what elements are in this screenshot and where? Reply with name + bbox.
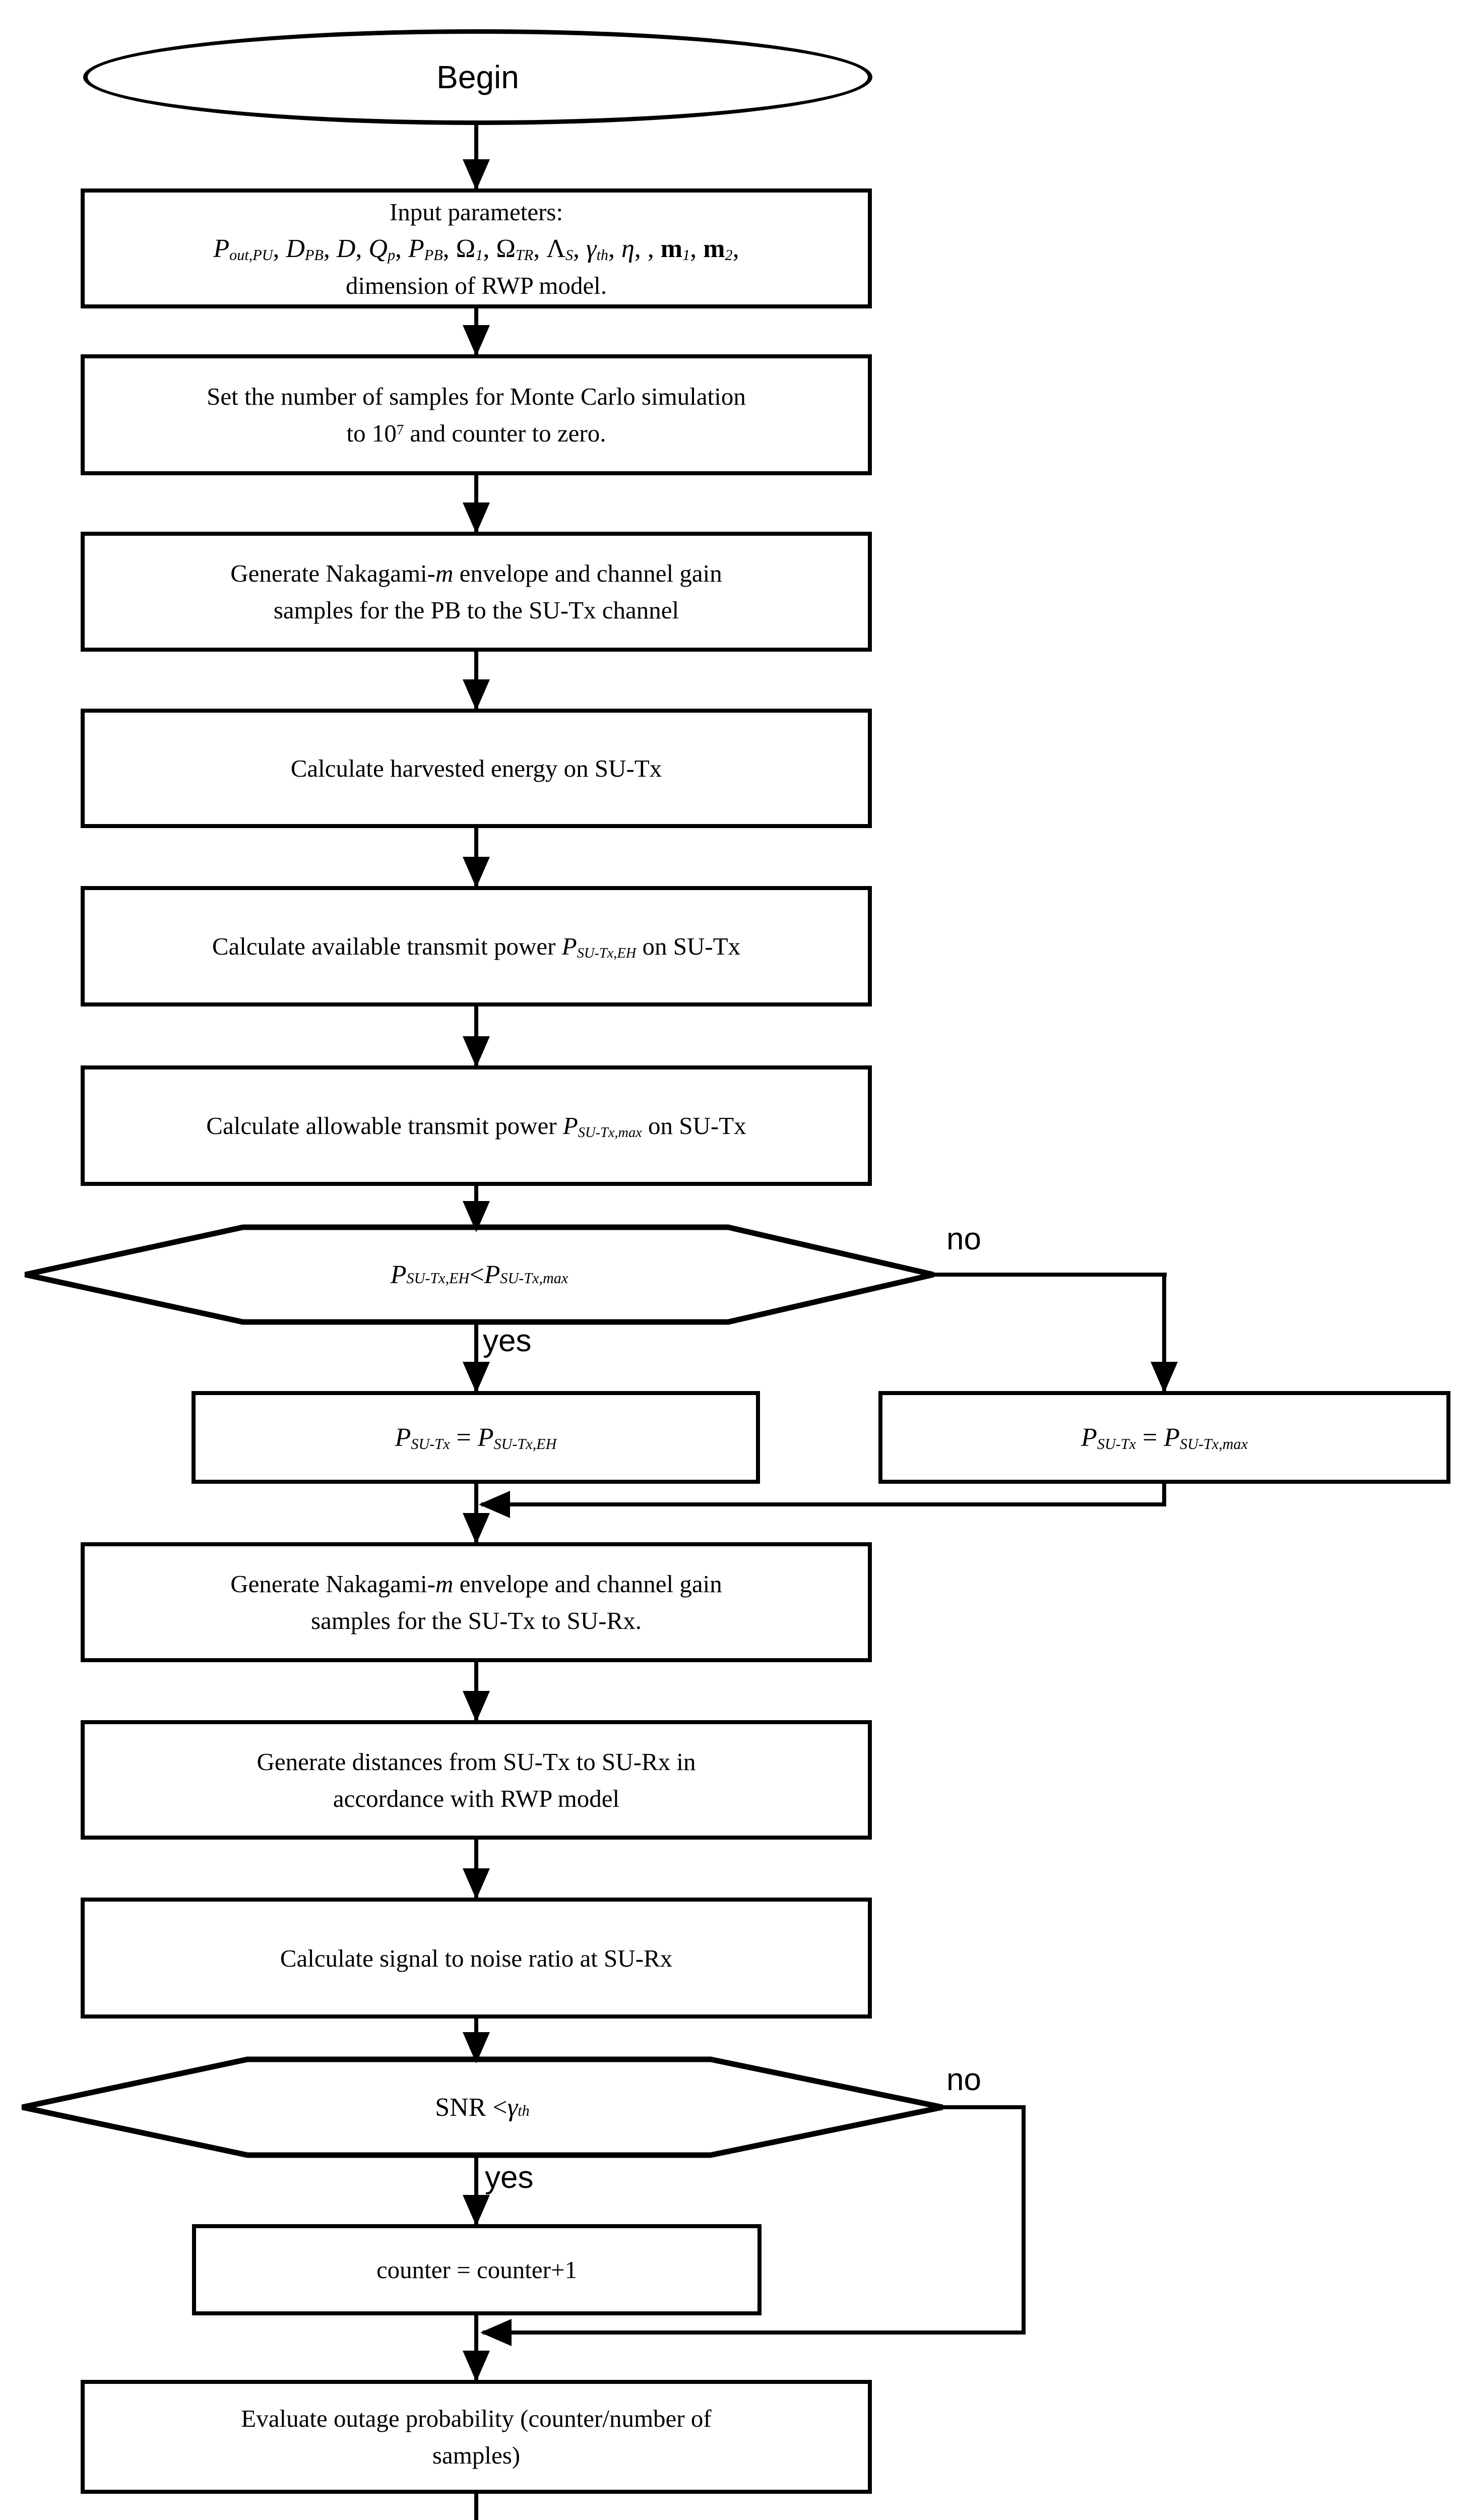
assign-max-label: PSU-Tx = PSU-Tx,max bbox=[1081, 1423, 1248, 1453]
arrowhead-down-icon bbox=[463, 1868, 490, 1900]
arrowhead-left-icon bbox=[479, 1491, 510, 1518]
calc-snr-label: Calculate signal to noise ratio at SU-Rx bbox=[280, 1944, 673, 1972]
generate-distances-line2: accordance with RWP model bbox=[333, 1784, 620, 1812]
connector-line bbox=[474, 1320, 478, 1391]
arrowhead-down-icon bbox=[463, 1036, 490, 1067]
connector-line bbox=[474, 2494, 478, 2520]
connector-line bbox=[474, 2153, 478, 2224]
process-box-assign-max: PSU-Tx = PSU-Tx,max bbox=[878, 1391, 1450, 1484]
connector-line bbox=[927, 1273, 1167, 1277]
input-parameter-list: Pout,PU, DPB, D, Qp, PPB, Ω1, ΩTR, ΛS, γ… bbox=[213, 234, 739, 264]
edge-label-yes: yes bbox=[483, 1324, 532, 1358]
outage-probability-line2: samples) bbox=[432, 2441, 521, 2469]
connector-line bbox=[474, 1483, 478, 1542]
arrowhead-left-icon bbox=[480, 2319, 512, 2346]
available-power-label: Calculate available transmit power PSU-T… bbox=[212, 932, 741, 962]
generate-distances-line1: Generate distances from SU-Tx to SU-Rx i… bbox=[257, 1747, 696, 1776]
process-box-generate-pb-channel: Generate Nakagami-m envelope and channel… bbox=[81, 532, 872, 652]
connector-line bbox=[474, 124, 478, 188]
process-box-assign-eh: PSU-Tx = PSU-Tx,EH bbox=[192, 1391, 760, 1484]
connector-line bbox=[1022, 2105, 1026, 2335]
arrowhead-down-icon bbox=[463, 1201, 490, 1232]
arrowhead-down-icon bbox=[463, 2195, 490, 2226]
edge-label-no: no bbox=[946, 1222, 981, 1256]
connector-line bbox=[483, 2330, 1026, 2335]
arrowhead-down-icon bbox=[463, 679, 490, 711]
process-box-available-power: Calculate available transmit power PSU-T… bbox=[81, 886, 872, 1006]
edge-label-no: no bbox=[946, 2062, 981, 2097]
process-box-set-samples: Set the number of samples for Monte Carl… bbox=[81, 354, 872, 475]
generate-su-line1: Generate Nakagami-m envelope and channel… bbox=[230, 1570, 722, 1598]
process-box-generate-su-channel: Generate Nakagami-m envelope and channel… bbox=[81, 1542, 872, 1662]
set-samples-line2: to 107 and counter to zero. bbox=[346, 419, 606, 447]
arrowhead-down-icon bbox=[463, 857, 490, 888]
arrowhead-down-icon bbox=[463, 159, 490, 191]
begin-terminator: Begin bbox=[83, 29, 872, 125]
generate-pb-line1: Generate Nakagami-m envelope and channel… bbox=[230, 559, 722, 587]
connector-line bbox=[1162, 1483, 1166, 1506]
generate-su-line2: samples for the SU-Tx to SU-Rx. bbox=[311, 1607, 642, 1634]
arrowhead-down-icon bbox=[463, 1513, 490, 1544]
process-box-input-parameters: Input parameters: Pout,PU, DPB, D, Qp, P… bbox=[81, 188, 872, 308]
arrowhead-down-icon bbox=[463, 2032, 490, 2063]
arrowhead-down-icon bbox=[463, 1362, 490, 1393]
connector-line bbox=[474, 1006, 478, 1065]
increment-counter-label: counter = counter+1 bbox=[376, 2256, 578, 2284]
process-box-allowable-power: Calculate allowable transmit power PSU-T… bbox=[81, 1065, 872, 1186]
arrowhead-down-icon bbox=[1151, 1362, 1178, 1393]
allowable-power-label: Calculate allowable transmit power PSU-T… bbox=[206, 1112, 746, 1141]
generate-pb-line2: samples for the PB to the SU-Tx channel bbox=[273, 596, 679, 624]
power-decision-hexagon bbox=[24, 1224, 934, 1325]
connector-line bbox=[935, 2105, 1026, 2109]
arrowhead-down-icon bbox=[463, 2351, 490, 2382]
arrowhead-down-icon bbox=[463, 1691, 490, 1722]
connector-line bbox=[481, 1502, 1166, 1506]
process-box-outage-probability: Evaluate outage probability (counter/num… bbox=[81, 2380, 872, 2494]
assign-eh-label: PSU-Tx = PSU-Tx,EH bbox=[395, 1423, 557, 1453]
process-box-calc-snr: Calculate signal to noise ratio at SU-Rx bbox=[81, 1898, 872, 2019]
outage-probability-line1: Evaluate outage probability (counter/num… bbox=[241, 2405, 712, 2432]
process-box-harvested-energy: Calculate harvested energy on SU-Tx bbox=[81, 709, 872, 828]
input-footer: dimension of RWP model. bbox=[345, 271, 607, 299]
arrowhead-down-icon bbox=[463, 502, 490, 534]
input-title: Input parameters: bbox=[389, 198, 563, 226]
snr-decision-hexagon bbox=[21, 2056, 943, 2158]
connector-line bbox=[474, 2315, 478, 2380]
connector-line bbox=[1162, 1273, 1166, 1391]
process-box-generate-distances: Generate distances from SU-Tx to SU-Rx i… bbox=[81, 1720, 872, 1840]
harvested-energy-label: Calculate harvested energy on SU-Tx bbox=[290, 754, 662, 782]
begin-label: Begin bbox=[436, 59, 519, 95]
set-samples-line1: Set the number of samples for Monte Carl… bbox=[207, 383, 746, 410]
arrowhead-down-icon bbox=[463, 325, 490, 356]
edge-label-yes: yes bbox=[485, 2160, 534, 2195]
process-box-increment-counter: counter = counter+1 bbox=[192, 2224, 762, 2315]
